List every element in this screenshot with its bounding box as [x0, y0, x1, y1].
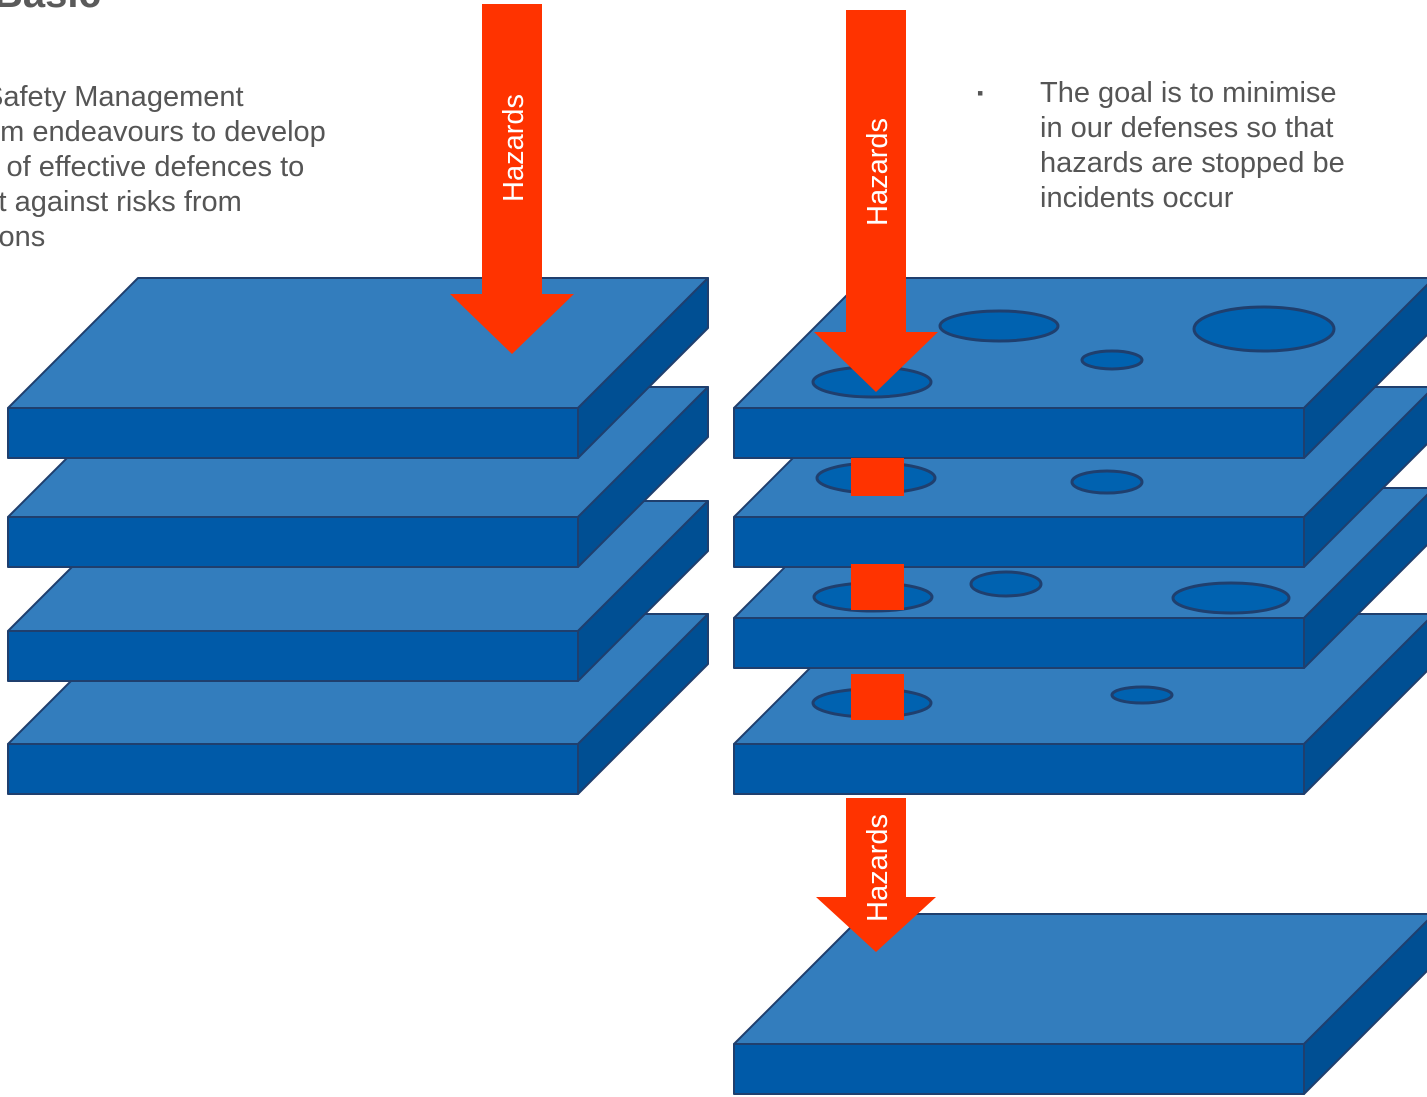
right-bullet-note: ▪ The goal is to minimise in our defense…	[977, 76, 1427, 216]
hazard-arrow-label: Hazards	[498, 94, 530, 202]
right-layer-stack	[733, 277, 1427, 795]
left-layer-1	[7, 277, 709, 459]
hazard-arrow-right-top: Hazards	[814, 10, 938, 392]
slide-title: Basic	[0, 0, 101, 17]
hazard-arrow-bottom: Hazards	[816, 798, 936, 952]
bullet-square-icon: ▪	[977, 83, 984, 103]
hazard-path-segment	[851, 458, 904, 496]
layer-front-face	[7, 630, 579, 682]
layer-front-face	[7, 516, 579, 568]
layer-hole	[1192, 305, 1336, 353]
left-description: Safety Management em endeavours to devel…	[0, 80, 424, 255]
layer-front-face	[7, 407, 579, 459]
right-bullet-line: in our defenses so that	[1040, 112, 1334, 144]
right-layer-1	[733, 277, 1427, 459]
layer-front-face	[733, 617, 1305, 669]
hazard-path-segment	[851, 674, 904, 720]
hazard-arrow-left: Hazards	[450, 4, 574, 354]
left-layer-stack	[7, 277, 709, 795]
hazard-arrow-shape	[816, 798, 936, 952]
hazard-path-segment	[851, 564, 904, 610]
left-description-line: em endeavours to develop	[0, 116, 326, 148]
layer-hole	[1110, 685, 1174, 705]
right-bullet-line: hazards are stopped be	[1040, 147, 1345, 179]
hazard-path-segments	[851, 458, 904, 720]
left-description-line: tions	[0, 221, 46, 253]
layer-front-face	[733, 743, 1305, 795]
layer-front-face	[733, 1043, 1305, 1095]
hazard-arrow-shape	[450, 4, 574, 354]
layer-hole	[969, 570, 1043, 598]
layer-front-face	[733, 407, 1305, 459]
right-bullet-line: incidents occur	[1040, 182, 1234, 214]
bottom-incident-layer	[733, 913, 1427, 1095]
left-description-line: s of effective defences to	[0, 151, 305, 183]
layer-front-face	[733, 516, 1305, 568]
right-bullet-text: The goal is to minimise in our defenses …	[985, 76, 1427, 216]
hazard-arrow-label: Hazards	[862, 814, 894, 922]
hazard-arrow-label: Hazards	[862, 118, 894, 226]
left-description-line: Safety Management	[0, 81, 244, 113]
layer-hole	[1080, 349, 1144, 371]
right-bullet-line: The goal is to minimise	[1040, 77, 1337, 109]
layer-hole	[938, 309, 1060, 343]
layer-hole	[1171, 581, 1291, 615]
hazard-arrow-shape	[814, 10, 938, 392]
layer-hole	[1070, 469, 1144, 495]
layer-front-face	[7, 743, 579, 795]
left-description-line: ct against risks from	[0, 186, 242, 218]
